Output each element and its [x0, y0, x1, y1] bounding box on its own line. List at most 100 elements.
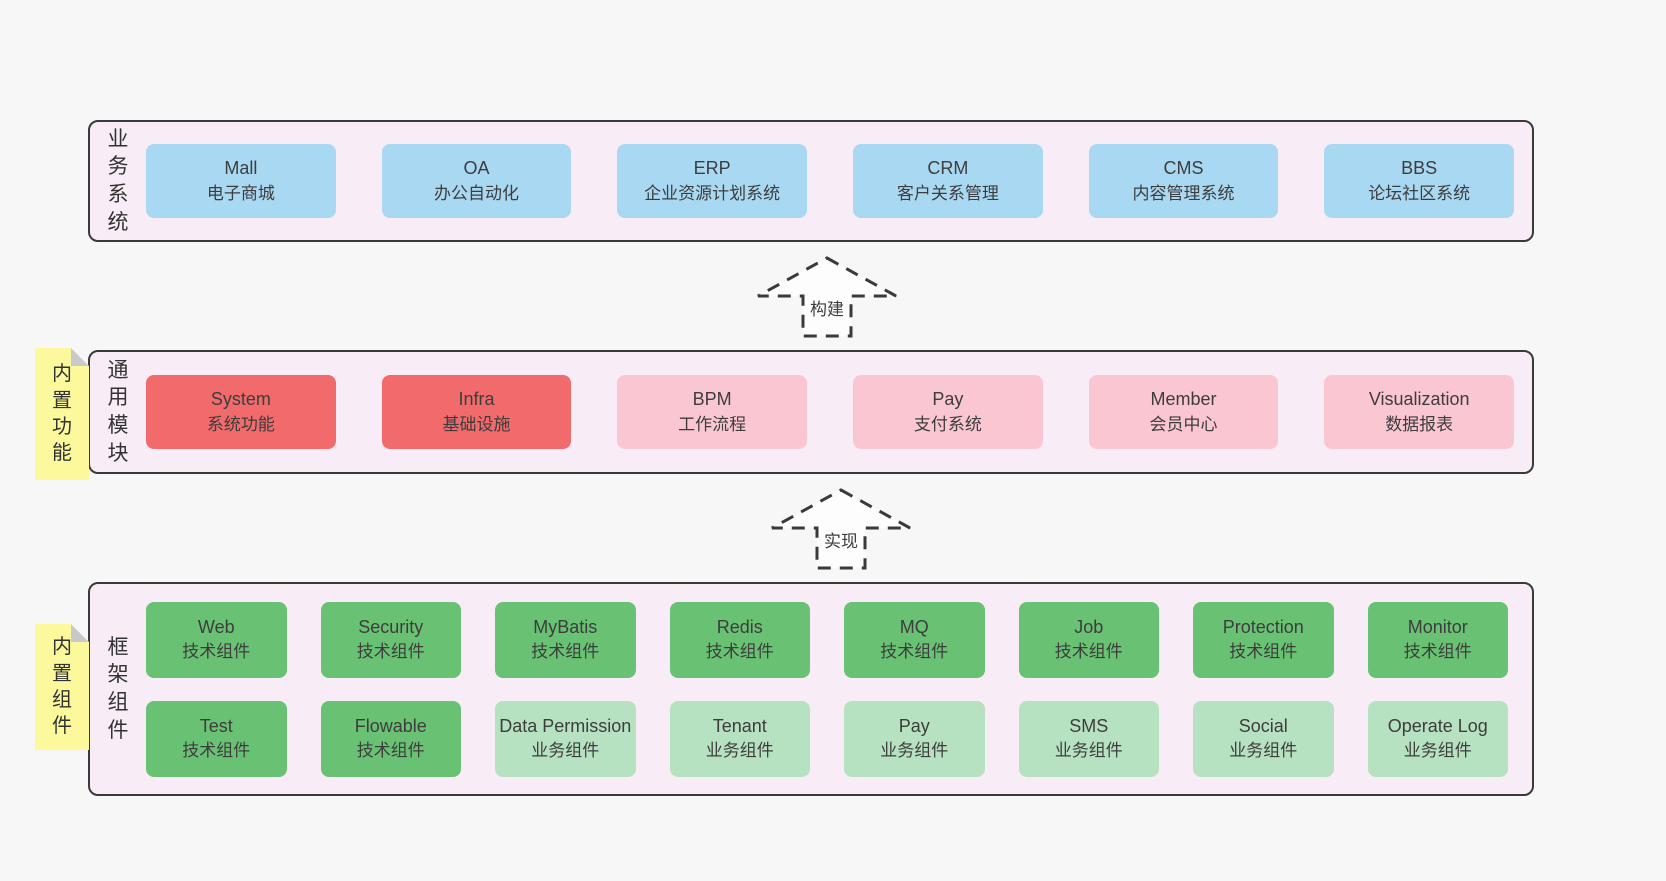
- box-monitor: Monitor 技术组件: [1367, 601, 1508, 678]
- box-tenant: Tenant 业务组件: [669, 700, 810, 777]
- component-row-1: Web 技术组件 Security 技术组件 MyBatis 技术组件 Redi…: [146, 601, 1508, 678]
- box-operate-log: Operate Log 业务组件: [1367, 700, 1508, 777]
- tab-label: 内置功能: [52, 363, 72, 465]
- box-subtitle: 业务组件: [880, 741, 949, 761]
- dashed-up-arrow-icon: 实现: [771, 488, 911, 570]
- box-visualization: Visualization 数据报表: [1324, 375, 1515, 449]
- box-subtitle: 企业资源计划系统: [644, 183, 781, 203]
- framework-components-layer: 内置组件 框架组件 Web 技术组件 Security 技术组件 MyBatis…: [88, 582, 1534, 796]
- box-title: BBS: [1401, 158, 1438, 179]
- box-title: Infra: [458, 389, 495, 410]
- box-mq: MQ 技术组件: [844, 601, 985, 678]
- box-title: ERP: [693, 158, 731, 179]
- box-pay: Pay 支付系统: [853, 375, 1043, 449]
- box-subtitle: 基础设施: [442, 414, 511, 434]
- implement-arrow-label: 实现: [824, 532, 858, 551]
- build-arrow: 构建: [752, 254, 902, 340]
- box-flowable: Flowable 技术组件: [320, 700, 461, 777]
- box-subtitle: 业务组件: [1229, 741, 1298, 761]
- box-subtitle: 内容管理系统: [1132, 183, 1235, 203]
- box-title: Test: [199, 715, 233, 736]
- box-mybatis: MyBatis 技术组件: [495, 601, 636, 678]
- box-infra: Infra 基础设施: [381, 375, 572, 449]
- box-title: Job: [1074, 616, 1104, 637]
- layer-label-text: 业务系统: [107, 127, 129, 234]
- box-system: System 系统功能: [146, 375, 336, 449]
- box-test: Test 技术组件: [146, 700, 287, 777]
- box-social: Social 业务组件: [1193, 700, 1334, 777]
- layer-label-modules: 通用模块: [90, 357, 146, 468]
- box-title: CRM: [927, 158, 969, 179]
- box-title: SMS: [1069, 715, 1109, 736]
- common-modules-layer: 内置功能 通用模块 System 系统功能 Infra 基础设施 BPM 工作流…: [88, 350, 1534, 474]
- box-title: Web: [197, 616, 235, 637]
- box-cms: CMS 内容管理系统: [1088, 144, 1279, 218]
- box-security: Security 技术组件: [320, 601, 461, 678]
- box-subtitle: 客户关系管理: [896, 183, 999, 203]
- box-title: Visualization: [1368, 389, 1470, 410]
- box-subtitle: 技术组件: [880, 642, 949, 662]
- box-job: Job 技术组件: [1018, 601, 1159, 678]
- box-title: Protection: [1222, 616, 1304, 637]
- box-title: Flowable: [354, 715, 427, 736]
- box-subtitle: 业务组件: [705, 741, 774, 761]
- box-title: MQ: [899, 616, 929, 637]
- box-subtitle: 技术组件: [531, 642, 600, 662]
- box-subtitle: 技术组件: [182, 642, 251, 662]
- box-data-permission: Data Permission 业务组件: [495, 700, 636, 777]
- layer-label-text: 通用模块: [107, 358, 129, 465]
- box-subtitle: 会员中心: [1149, 414, 1218, 434]
- box-title: Security: [358, 616, 424, 637]
- box-title: Tenant: [712, 715, 767, 736]
- tab-label: 内置组件: [52, 636, 72, 738]
- box-subtitle: 电子商城: [206, 183, 275, 203]
- box-subtitle: 业务组件: [531, 741, 600, 761]
- built-in-components-tab: 内置组件: [35, 624, 89, 750]
- box-title: Monitor: [1407, 616, 1468, 637]
- box-subtitle: 数据报表: [1385, 414, 1454, 434]
- folded-corner-icon: [71, 624, 89, 642]
- business-systems-layer: 业务系统 Mall 电子商城 OA 办公自动化 ERP 企业资源计划系统 CRM…: [88, 120, 1534, 242]
- built-in-features-tab: 内置功能: [35, 348, 89, 480]
- implement-arrow: 实现: [766, 486, 916, 572]
- component-row-2: Test 技术组件 Flowable 技术组件 Data Permission …: [146, 700, 1508, 777]
- box-title: Social: [1238, 715, 1288, 736]
- box-bbs: BBS 论坛社区系统: [1324, 144, 1515, 218]
- box-title: Pay: [932, 389, 964, 410]
- box-title: Mall: [224, 158, 258, 179]
- box-subtitle: 工作流程: [678, 414, 747, 434]
- box-subtitle: 系统功能: [206, 414, 275, 434]
- box-protection: Protection 技术组件: [1193, 601, 1334, 678]
- box-subtitle: 办公自动化: [434, 183, 519, 203]
- box-crm: CRM 客户关系管理: [853, 144, 1043, 218]
- dashed-up-arrow-icon: 构建: [757, 256, 897, 338]
- box-title: Member: [1150, 389, 1217, 410]
- box-title: System: [210, 389, 271, 410]
- layer-label-business: 业务系统: [90, 126, 146, 237]
- box-subtitle: 技术组件: [1229, 642, 1298, 662]
- box-redis: Redis 技术组件: [669, 601, 810, 678]
- box-subtitle: 业务组件: [1403, 741, 1472, 761]
- component-boxes: Web 技术组件 Security 技术组件 MyBatis 技术组件 Redi…: [146, 601, 1532, 777]
- box-title: CMS: [1163, 158, 1204, 179]
- box-title: Data Permission: [499, 715, 632, 736]
- box-erp: ERP 企业资源计划系统: [617, 144, 808, 218]
- layer-label-components: 框架组件: [90, 634, 146, 745]
- box-subtitle: 技术组件: [705, 642, 774, 662]
- box-title: Operate Log: [1387, 715, 1488, 736]
- box-title: OA: [463, 158, 490, 179]
- business-boxes: Mall 电子商城 OA 办公自动化 ERP 企业资源计划系统 CRM 客户关系…: [146, 144, 1532, 218]
- folded-corner-icon: [71, 348, 89, 366]
- box-mall: Mall 电子商城: [146, 144, 336, 218]
- box-subtitle: 技术组件: [356, 642, 425, 662]
- module-boxes: System 系统功能 Infra 基础设施 BPM 工作流程 Pay 支付系统…: [146, 375, 1532, 449]
- build-arrow-label: 构建: [810, 300, 844, 319]
- box-sms: SMS 业务组件: [1018, 700, 1159, 777]
- layer-label-text: 框架组件: [107, 635, 129, 742]
- box-bpm: BPM 工作流程: [617, 375, 808, 449]
- box-subtitle: 技术组件: [1403, 642, 1472, 662]
- box-subtitle: 技术组件: [1054, 642, 1123, 662]
- box-title: Pay: [898, 715, 930, 736]
- box-oa: OA 办公自动化: [381, 144, 572, 218]
- box-subtitle: 技术组件: [356, 741, 425, 761]
